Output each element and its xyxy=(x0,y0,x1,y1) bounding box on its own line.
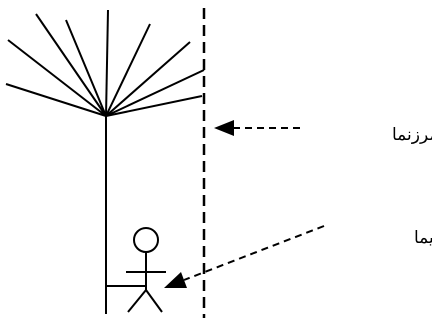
boundary-arrow-head xyxy=(214,120,234,136)
tree-fan xyxy=(5,9,205,117)
fan-ray xyxy=(5,83,107,117)
actor-arrow-shaft xyxy=(183,225,325,281)
fan-ray xyxy=(105,23,151,117)
actor-label: مسیرپیما xyxy=(414,228,432,248)
fan-ray xyxy=(65,19,107,117)
actor-arrow xyxy=(164,225,325,288)
fan-ray xyxy=(105,69,205,117)
boundary-label: مرزنما xyxy=(392,125,432,145)
fan-ray xyxy=(105,9,109,117)
boundary-arrow xyxy=(214,120,300,136)
actor-arrow-head xyxy=(164,272,187,288)
fan-ray xyxy=(35,13,107,117)
figure-head xyxy=(133,227,159,253)
figure-right-leg xyxy=(145,289,163,313)
fan-ray xyxy=(105,95,203,117)
figure-left-leg xyxy=(127,289,147,313)
stick-figure xyxy=(126,227,166,313)
fan-ray xyxy=(7,39,107,117)
fan-ray xyxy=(105,41,191,117)
